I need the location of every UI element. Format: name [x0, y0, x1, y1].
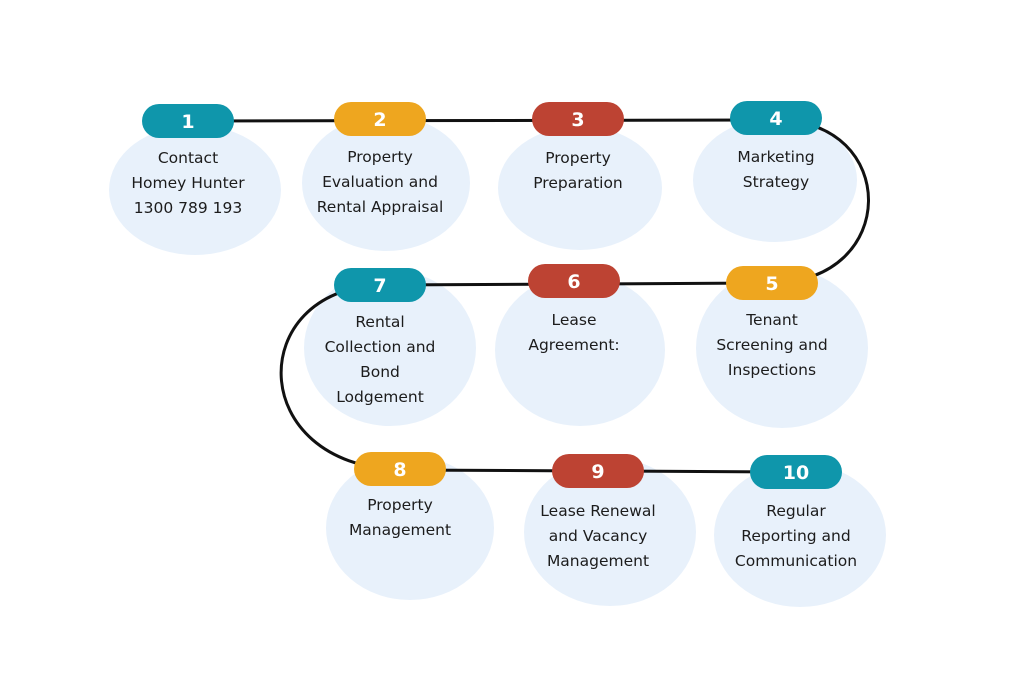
step-10-blob — [714, 463, 886, 607]
step-7-label-line: Rental — [355, 313, 405, 331]
step-6-label-line: Agreement: — [528, 336, 620, 354]
step-7-blob — [304, 270, 476, 426]
step-9-label-line: Lease Renewal — [540, 502, 656, 520]
step-2-blob — [302, 115, 470, 251]
step-markers: 1 2 3 4 5 6 7 8 9 10 — [142, 101, 842, 489]
step-4-label-line: Strategy — [742, 173, 810, 191]
step-5-label-line: Tenant — [746, 311, 798, 329]
step-10-marker: 10 — [750, 455, 842, 489]
step-10-number: 10 — [783, 462, 809, 484]
step-6-pill — [528, 264, 620, 298]
step-4-marker: 4 — [730, 101, 822, 135]
step-5-pill — [726, 266, 818, 300]
step-1-blob — [109, 125, 281, 255]
step-10-label-line: Regular — [766, 502, 826, 520]
step-7-label-line: Bond — [360, 363, 400, 381]
step-3-pill — [532, 102, 624, 136]
step-5-marker: 5 — [726, 266, 818, 300]
step-6-label-line: Lease — [551, 311, 597, 329]
step-8-label-line: Management — [348, 521, 452, 539]
step-2-label-line: Property — [347, 148, 413, 166]
step-9-label-line: and Vacancy — [548, 527, 648, 545]
step-8-blob — [326, 456, 494, 600]
step-3-blob — [498, 126, 662, 250]
step-7-label-line: Lodgement — [336, 388, 424, 406]
step-5-label-line: Inspections — [727, 361, 817, 379]
step-8-label-line: Property — [367, 496, 433, 514]
step-1-label-line: Contact — [157, 149, 219, 167]
step-10-label-line: Communication — [734, 552, 858, 570]
step-5-label-line: Screening and — [716, 336, 828, 354]
step-2-marker: 2 — [334, 102, 426, 136]
step-3-marker: 3 — [532, 102, 624, 136]
step-1-pill — [142, 104, 234, 138]
step-3-label-line: Preparation — [533, 174, 623, 192]
step-4-label-line: Marketing — [737, 148, 815, 166]
step-2-number: 2 — [373, 109, 386, 131]
background-blobs — [109, 115, 886, 607]
step-3-label-line: Property — [545, 149, 611, 167]
step-9-label-line: Management — [546, 552, 650, 570]
step-2-label-line: Rental Appraisal — [316, 198, 444, 216]
step-5-number: 5 — [765, 273, 778, 295]
step-3-number: 3 — [571, 109, 584, 131]
step-5-blob — [696, 268, 868, 428]
step-1-marker: 1 — [142, 104, 234, 138]
step-8-number: 8 — [393, 459, 406, 481]
step-7-number: 7 — [373, 275, 386, 297]
step-1-label-line: Homey Hunter — [131, 174, 245, 192]
step-7-pill — [334, 268, 426, 302]
step-6-marker: 6 — [528, 264, 620, 298]
step-9-blob — [524, 458, 696, 606]
step-9-number: 9 — [591, 461, 604, 483]
step-4-number: 4 — [769, 108, 782, 130]
step-6-blob — [495, 274, 665, 426]
step-10-pill — [750, 455, 842, 489]
step-2-pill — [334, 102, 426, 136]
step-1-label-line: 1300 789 193 — [133, 199, 243, 217]
step-9-marker: 9 — [552, 454, 644, 488]
step-2-label-line: Evaluation and — [322, 173, 438, 191]
step-6-number: 6 — [567, 271, 580, 293]
step-8-pill — [354, 452, 446, 486]
step-4-blob — [693, 118, 857, 242]
step-7-marker: 7 — [334, 268, 426, 302]
step-4-pill — [730, 101, 822, 135]
step-9-pill — [552, 454, 644, 488]
step-7-label-line: Collection and — [324, 338, 436, 356]
step-1-number: 1 — [181, 111, 194, 133]
step-10-label-line: Reporting and — [741, 527, 851, 545]
step-8-marker: 8 — [354, 452, 446, 486]
